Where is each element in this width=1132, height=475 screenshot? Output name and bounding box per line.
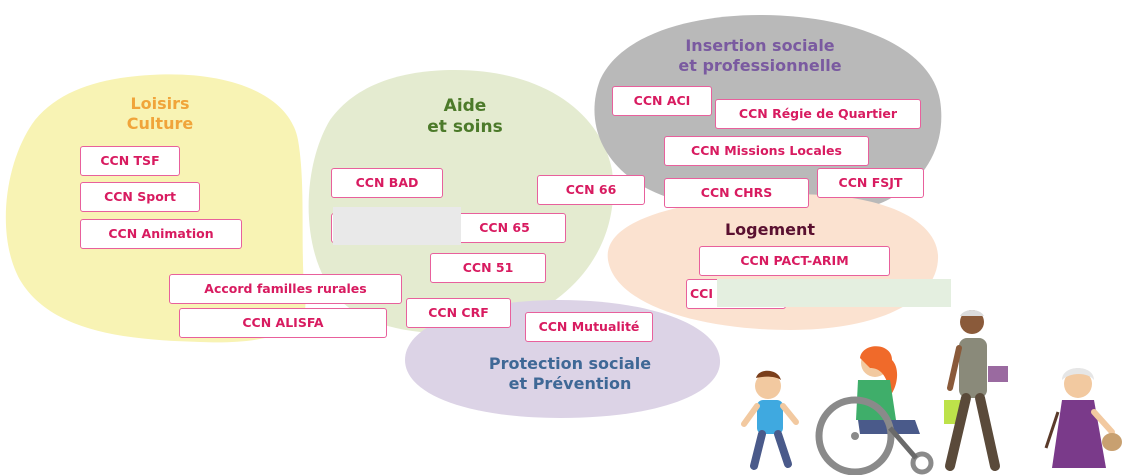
wheelchair-user-figure xyxy=(815,346,934,475)
loisirs-culture-title: Loisirs Culture xyxy=(95,94,225,134)
tag-ccn-animation: CCN Animation xyxy=(80,219,242,249)
tag-ccn-aci: CCN ACI xyxy=(612,86,712,116)
redacted-patch xyxy=(333,207,461,245)
man-figure xyxy=(944,310,1008,471)
tag-ccn-regie-de-quartier: CCN Régie de Quartier xyxy=(715,99,921,129)
protection-title: Protection sociale et Prévention xyxy=(455,354,685,394)
logement-title: Logement xyxy=(690,220,850,240)
elderly-woman-figure xyxy=(1044,368,1122,468)
people-walking-icon xyxy=(741,310,1122,475)
tag-ccn-alisfa: CCN ALISFA xyxy=(179,308,387,338)
logement-title-text: Logement xyxy=(724,220,816,239)
tag-ccn-51: CCN 51 xyxy=(430,253,546,283)
tag-ccn-sport: CCN Sport xyxy=(80,182,200,212)
tag-ccn-tsf: CCN TSF xyxy=(80,146,180,176)
protection-title-line2: et Prévention xyxy=(508,374,632,393)
tag-ccn-chrs: CCN CHRS xyxy=(664,178,809,208)
insertion-title-line1: Insertion sociale xyxy=(685,36,835,55)
aide-title-line1: Aide xyxy=(443,96,487,116)
tag-ccn-bad: CCN BAD xyxy=(331,168,443,198)
loisirs-title-line1: Loisirs xyxy=(130,94,190,113)
tag-ccn-mutualite: CCN Mutualité xyxy=(525,312,653,342)
tag-ccn-crf: CCN CRF xyxy=(406,298,511,328)
aide-soins-title: Aide et soins xyxy=(400,96,530,139)
redacted-patch-logement xyxy=(717,279,951,307)
insertion-title-line2: et professionnelle xyxy=(678,56,842,75)
tag-ccn-pact-arim: CCN PACT-ARIM xyxy=(699,246,890,276)
tag-ccn-fsjt: CCN FSJT xyxy=(817,168,924,198)
insertion-title: Insertion sociale et professionnelle xyxy=(640,36,880,76)
child-figure xyxy=(741,370,799,470)
tag-accord-familles-rurales: Accord familles rurales xyxy=(169,274,402,304)
tag-ccn-66: CCN 66 xyxy=(537,175,645,205)
loisirs-title-line2: Culture xyxy=(126,114,194,133)
aide-title-line2: et soins xyxy=(427,117,503,138)
protection-title-line1: Protection sociale xyxy=(488,354,652,373)
tag-ccn-missions-locales: CCN Missions Locales xyxy=(664,136,869,166)
